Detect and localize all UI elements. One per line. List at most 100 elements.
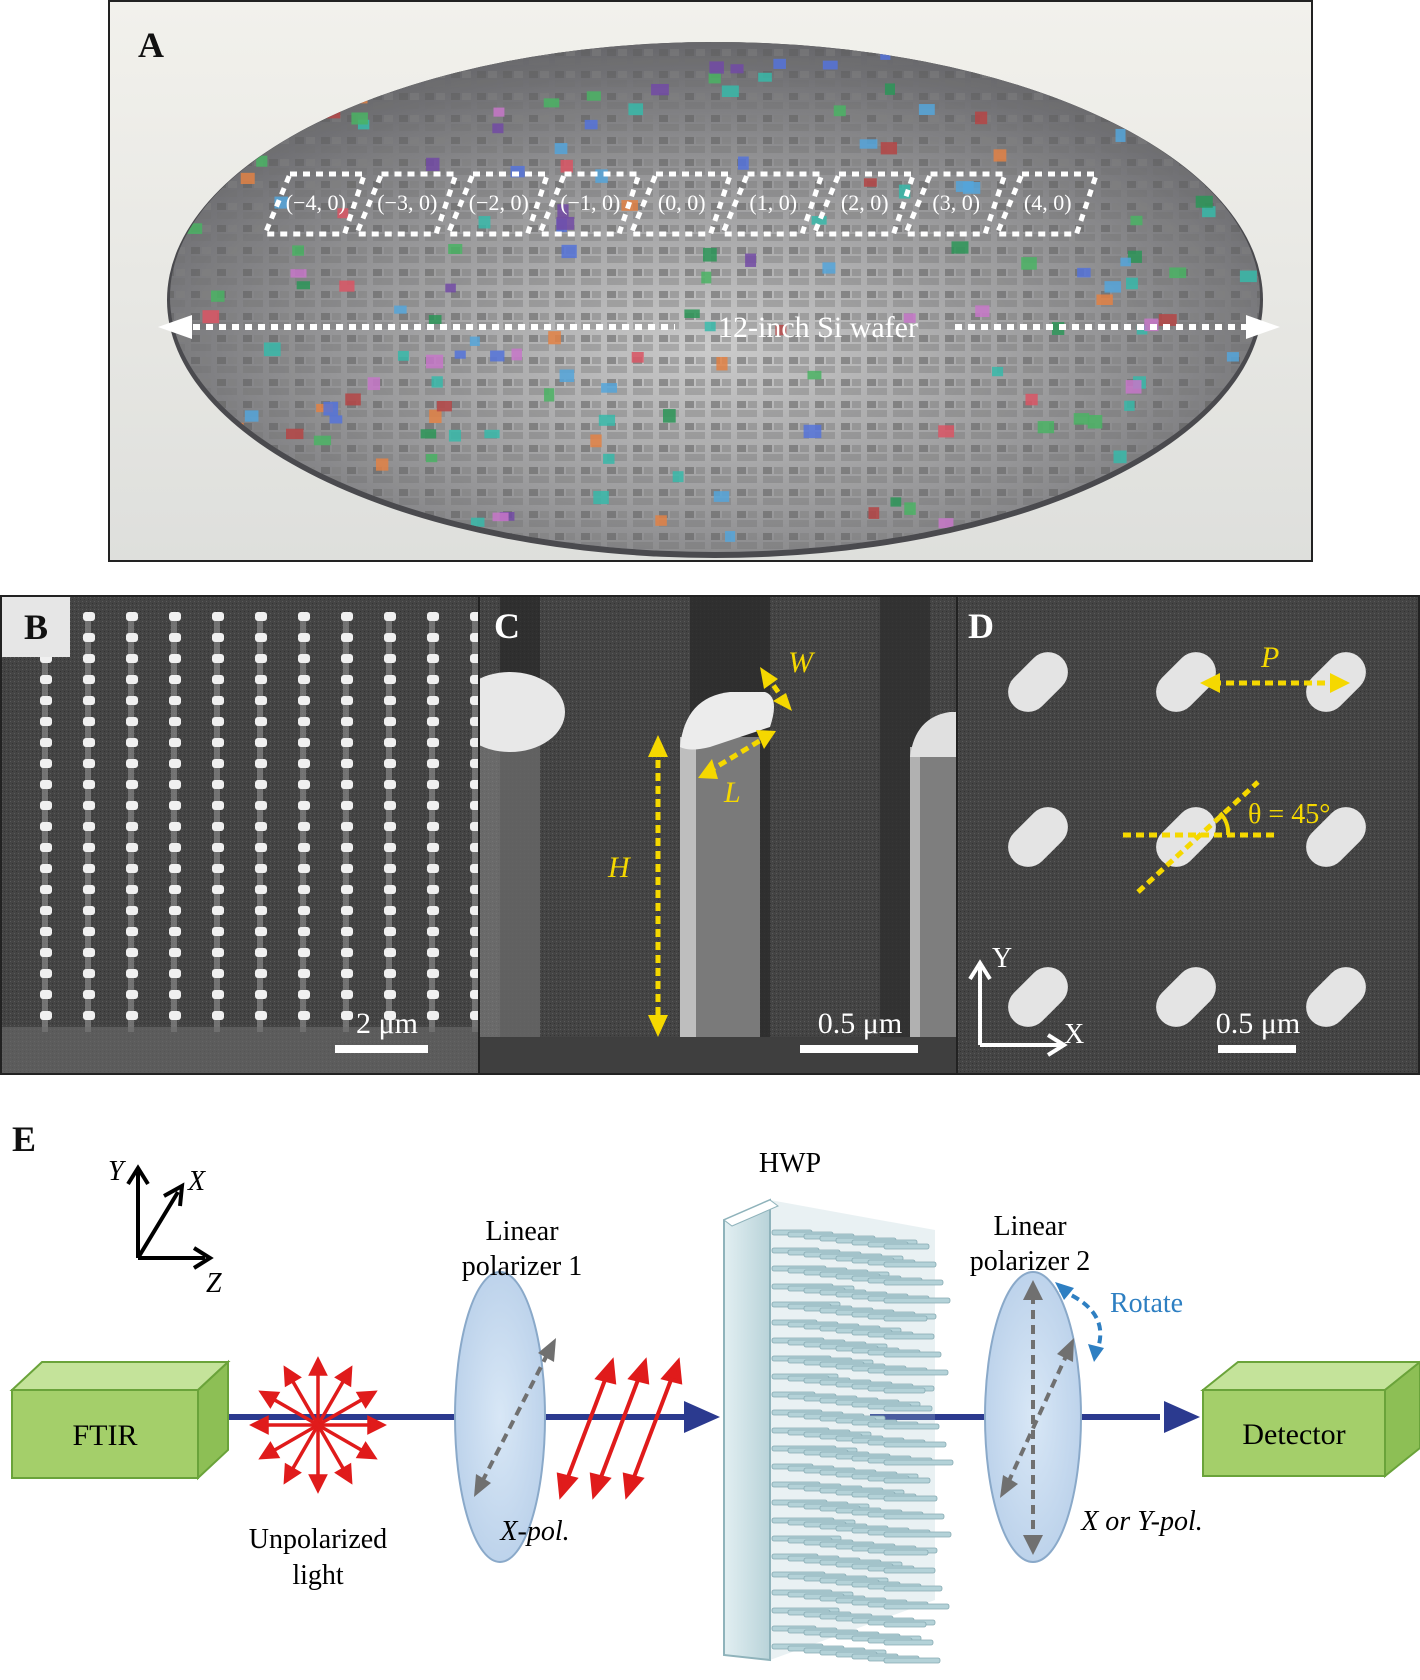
- chip: [884, 83, 895, 95]
- pillar-top: [470, 612, 478, 621]
- pillar-top: [40, 822, 52, 831]
- pillar-top: [427, 864, 439, 873]
- chip: [296, 281, 310, 290]
- pillar-top: [126, 612, 138, 621]
- dim-h-label: H: [607, 851, 632, 884]
- pillar-top: [341, 738, 353, 747]
- pillar-top: [298, 927, 310, 936]
- chip: [725, 531, 736, 542]
- chip: [1169, 267, 1187, 279]
- chip: [975, 111, 988, 125]
- scale-bar: [335, 1045, 428, 1053]
- pillar-top: [126, 675, 138, 684]
- pillar-top: [298, 990, 310, 999]
- pillar-top: [470, 717, 478, 726]
- chip: [1124, 400, 1135, 411]
- pillar-top: [298, 780, 310, 789]
- pillar-top: [255, 759, 267, 768]
- pillar-top: [40, 738, 52, 747]
- chip: [367, 377, 381, 391]
- panel-a-label: A: [138, 25, 164, 65]
- pillar-top: [255, 843, 267, 852]
- chip: [758, 72, 772, 82]
- pillar-top: [427, 990, 439, 999]
- pillar-top: [83, 885, 95, 894]
- pillar-top: [126, 738, 138, 747]
- pillar-top: [298, 696, 310, 705]
- chip: [890, 497, 902, 507]
- arrowhead: [589, 1472, 612, 1500]
- pillar-top: [384, 654, 396, 663]
- panel-d: P θ = 45° Y X D 0.5 μm: [956, 595, 1420, 1075]
- panel-e-label: E: [12, 1119, 37, 1159]
- ftir-label: FTIR: [72, 1419, 137, 1452]
- scale-bar-label: 0.5 μm: [817, 1007, 903, 1040]
- pillar-top: [255, 864, 267, 873]
- pillar-top: [255, 738, 267, 747]
- pillar-top: [169, 696, 181, 705]
- pillar-top: [470, 759, 478, 768]
- lp1-label-1: Linear: [485, 1216, 559, 1247]
- pillar-top: [126, 990, 138, 999]
- rotate-label: Rotate: [1110, 1288, 1183, 1319]
- pillar-top: [212, 969, 224, 978]
- coordinate-row: (−4, 0)(−3, 0)(−2, 0)(−1, 0)(0, 0)(1, 0)…: [261, 171, 1100, 237]
- pillar-top: [212, 780, 224, 789]
- chip: [593, 490, 609, 505]
- pillar-top: [384, 696, 396, 705]
- chip: [313, 435, 332, 446]
- pillar-top: [341, 654, 353, 663]
- polarization-arrow: [283, 1367, 353, 1483]
- pillar-top: [40, 864, 52, 873]
- pillar-top: [212, 654, 224, 663]
- pillar-top: [83, 990, 95, 999]
- chip: [708, 72, 721, 84]
- pillar-top: [40, 885, 52, 894]
- pillar-top: [470, 633, 478, 642]
- chip: [663, 409, 676, 423]
- xypol-label: X or Y-pol.: [1080, 1506, 1203, 1537]
- panel-e: Y X Z FTIR Unpolarized light Linear pola…: [0, 1100, 1420, 1680]
- pillar-top: [298, 675, 310, 684]
- chip: [1113, 450, 1127, 464]
- pillar-top: [212, 633, 224, 642]
- pillar-top: [384, 759, 396, 768]
- pillar-top: [384, 1011, 396, 1020]
- pillar-top: [40, 801, 52, 810]
- pillar-top: [83, 927, 95, 936]
- hwp-rod: [883, 1531, 952, 1538]
- chip: [1127, 250, 1142, 263]
- rotate-arrow: [1059, 1288, 1103, 1349]
- hwp-rod: [883, 1423, 940, 1430]
- chip: [1158, 314, 1177, 326]
- pillar-top: [298, 1011, 310, 1020]
- coordinate-box: [261, 171, 368, 237]
- chip: [803, 424, 822, 439]
- pillar-top: [384, 843, 396, 852]
- pillar-top: [341, 885, 353, 894]
- polarization-arrow: [629, 1371, 676, 1486]
- chip: [951, 241, 969, 254]
- chip: [240, 172, 255, 185]
- chip: [426, 157, 440, 172]
- pillar-top: [126, 801, 138, 810]
- chip: [492, 512, 509, 522]
- panel-d-label: D: [968, 606, 994, 646]
- scale-bar-label: 0.5 μm: [1215, 1007, 1301, 1040]
- arrowhead: [355, 1390, 378, 1409]
- pillar-top: [212, 717, 224, 726]
- chip: [880, 50, 891, 60]
- chip: [548, 331, 561, 345]
- pillar-top: [83, 843, 95, 852]
- nanopillar: [1008, 807, 1068, 867]
- pillar-top: [341, 822, 353, 831]
- chip: [425, 453, 438, 463]
- pillar-top: [255, 801, 267, 810]
- chip: [1130, 215, 1143, 226]
- chip: [1202, 206, 1216, 218]
- pillar-top: [298, 843, 310, 852]
- theta-label: θ = 45°: [1248, 799, 1330, 830]
- chip: [880, 142, 898, 155]
- ftir-source: [9, 1359, 231, 1481]
- pillar-top: [341, 717, 353, 726]
